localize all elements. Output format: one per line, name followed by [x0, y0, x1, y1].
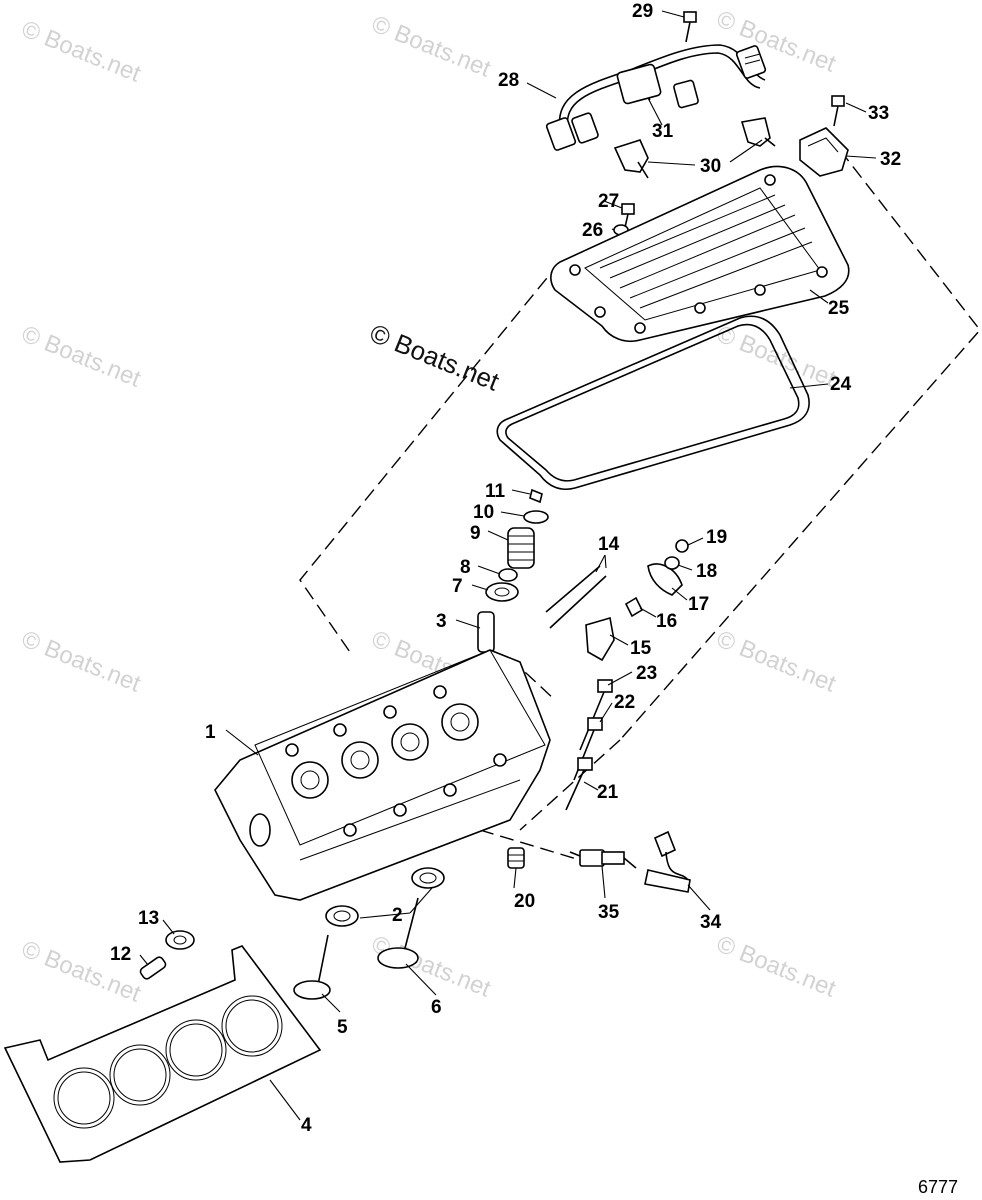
callout-33: 33 [868, 103, 889, 124]
callout-15: 15 [630, 638, 652, 659]
cylinder-head [214, 649, 551, 901]
callout-3: 3 [436, 611, 447, 632]
callout-7: 7 [452, 576, 463, 597]
callout-25: 25 [828, 298, 850, 319]
watermark: © Boats.net [368, 11, 495, 83]
callout-24: 24 [830, 374, 852, 395]
callout-29: 29 [632, 1, 653, 22]
callout-27: 27 [598, 191, 619, 212]
callout-26: 26 [582, 220, 603, 241]
callout-20: 20 [514, 891, 535, 912]
assembly-dashed-lines [299, 149, 981, 861]
watermark: © Boats.net [713, 626, 840, 698]
valve-spring-assembly [477, 488, 549, 653]
callout-19: 19 [706, 527, 727, 548]
valve-cover-gasket [496, 315, 810, 491]
head-gasket [3, 945, 322, 1163]
center-watermark: © Boats.net [366, 318, 504, 397]
valve-seals [325, 867, 445, 927]
callout-9: 9 [470, 523, 481, 544]
callout-10: 10 [473, 502, 494, 523]
watermark: © Boats.net [18, 321, 145, 393]
callout-6: 6 [431, 997, 442, 1018]
watermark: © Boats.net [18, 626, 145, 698]
callout-labels: 1 2 3 4 5 6 7 8 9 10 11 12 13 14 15 16 1… [110, 1, 901, 1136]
callout-12: 12 [110, 944, 131, 965]
callout-28: 28 [498, 70, 519, 91]
leader-lines [139, 10, 877, 1121]
rocker-arm-parts [585, 539, 689, 662]
wiring-harness [545, 44, 767, 151]
head-bolts [565, 679, 613, 811]
callout-11: 11 [485, 481, 506, 502]
callout-16: 16 [656, 611, 677, 632]
watermark: © Boats.net [713, 931, 840, 1003]
callout-18: 18 [696, 561, 717, 582]
pipe-plug [507, 847, 525, 869]
callout-30: 30 [700, 156, 721, 177]
spark-plug-wire [644, 830, 691, 893]
pushrods [545, 565, 607, 629]
callout-1: 1 [205, 722, 216, 743]
callout-31: 31 [652, 121, 674, 142]
callout-34: 34 [700, 912, 722, 933]
callout-5: 5 [337, 1017, 348, 1038]
dowel-and-seal [139, 930, 195, 980]
callout-2: 2 [392, 905, 403, 926]
watermark: © Boats.net [713, 6, 840, 78]
intake-valve [293, 934, 331, 1000]
diagram-number: 6777 [918, 1177, 958, 1197]
callout-21: 21 [597, 782, 619, 803]
watermark: © Boats.net [18, 16, 145, 88]
callout-23: 23 [636, 663, 657, 684]
callout-14: 14 [598, 534, 620, 555]
ignition-coil [799, 95, 849, 177]
coil-connectors [613, 117, 776, 179]
callout-8: 8 [460, 557, 471, 578]
watermark: © Boats.net [713, 321, 840, 393]
callout-17: 17 [688, 594, 709, 615]
callout-32: 32 [880, 149, 901, 170]
callout-22: 22 [614, 692, 635, 713]
callout-13: 13 [138, 908, 159, 929]
bolt [683, 11, 697, 43]
spark-plug [569, 849, 637, 869]
callout-35: 35 [598, 902, 620, 923]
valve-cover [550, 165, 850, 342]
callout-4: 4 [301, 1115, 312, 1136]
